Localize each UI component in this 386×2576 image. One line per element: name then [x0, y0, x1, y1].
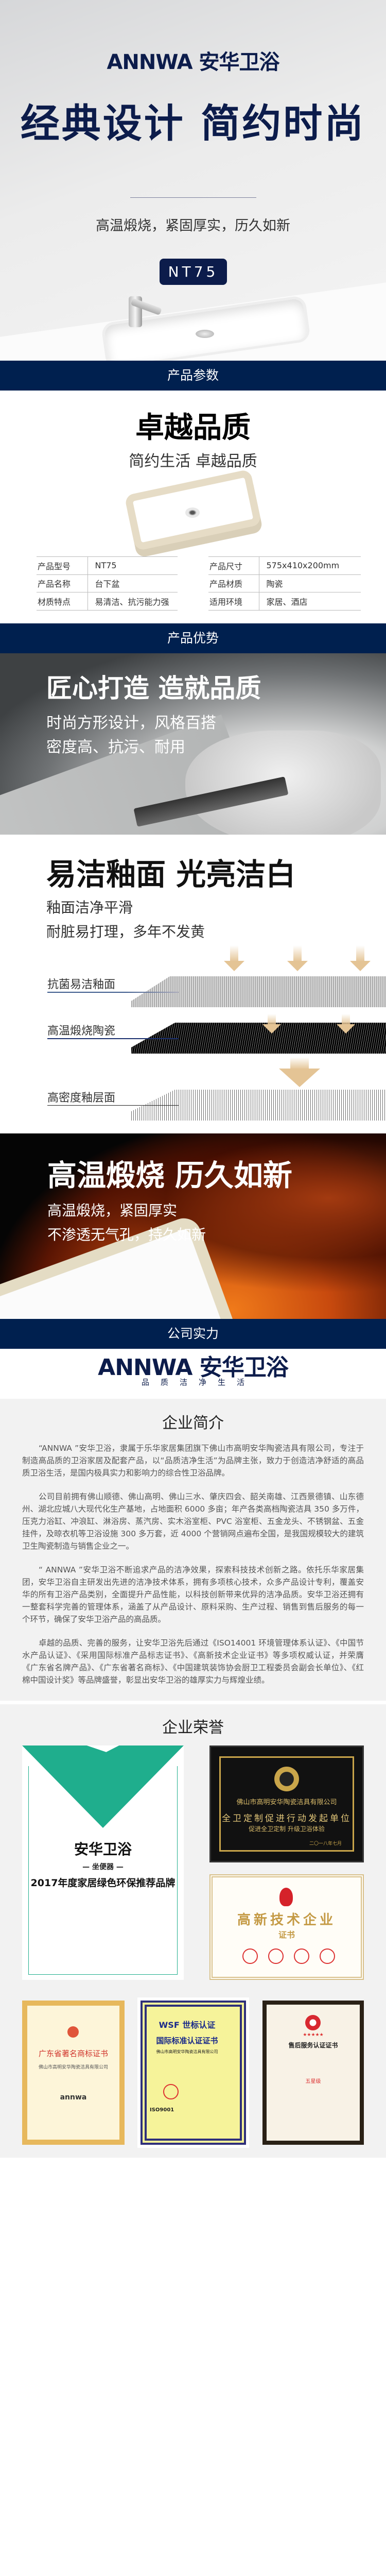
craft-title: 匠心打造 造就品质: [46, 673, 261, 703]
intro-paragraph: 卓越的品质、完善的服务，让安华卫浴先后通过《ISO14001 环境管理体系认证》…: [22, 1638, 364, 1685]
certificate-plaque: 佛山市高明安华陶瓷洁具有限公司 全卫定制促进行动发起单位 促进全卫定制 升级卫浴…: [209, 1745, 364, 1862]
honors-section: 企业荣誉 安华卫浴 — 坐便器 — 2017年度家居绿色环保推荐品牌 佛山市高明…: [0, 1704, 386, 2158]
brand-logo: ANNWA 安华卫浴: [107, 50, 279, 74]
spec-label: 适用环境: [208, 592, 259, 611]
spec-value: 家居、酒店: [259, 592, 361, 611]
service-logo-icon: [305, 2015, 321, 2030]
plaque-date: 二〇一八年七月: [309, 1841, 342, 1846]
plaque-frame: [219, 1756, 354, 1852]
table-row: 产品材质陶瓷: [208, 574, 361, 592]
spec-label: 产品型号: [37, 556, 88, 575]
rating-stars: ★★★★★: [303, 2032, 324, 2038]
certificate-title: 售后服务认证证书: [288, 2042, 338, 2049]
company-info: 企业简介 “ANNWA ”安华卫浴，隶属于乐华家居集团旗下佛山市高明安华陶瓷洁具…: [0, 1399, 386, 2158]
certificate-grade: 五星级: [305, 2079, 321, 2084]
spec-value: 陶瓷: [259, 574, 361, 592]
quality-subtitle: 简约生活 卓越品质: [129, 452, 257, 470]
layer-label: 高密度釉层面: [47, 1092, 116, 1105]
certificate-famous-trademark: 广东省著名商标证书 佛山市高明安华陶瓷洁具有限公司 annwa: [22, 2001, 125, 2145]
spec-value: 易清洁、抗污能力强: [87, 592, 178, 611]
intro-paragraph: “ANNWA ”安华卫浴，隶属于乐华家居集团旗下佛山市高明安华陶瓷洁具有限公司，…: [22, 1444, 364, 1478]
spec-value: NT75: [87, 556, 178, 575]
intro-paragraph: 公司目前拥有佛山顺德、佛山高明、佛山三水、肇庆四会、韶关南雄、江西景德镇、山东德…: [22, 1492, 364, 1551]
table-row: 产品名称台下盆: [37, 574, 178, 592]
certificate-iso9001: WSF 世标认证 国际标准认证证书 佛山市高明安华陶瓷洁具有限公司 ISO900…: [137, 1997, 249, 2148]
brand-tagline: 品质洁净生活: [141, 1378, 256, 1387]
red-seal-icon: [163, 2084, 179, 2099]
certificate-title: 2017年度家居绿色环保推荐品牌: [30, 1877, 176, 1889]
certificate-company: 佛山市高明安华陶瓷洁具有限公司: [156, 2049, 218, 2054]
annwa-logo: annwa: [60, 2093, 87, 2102]
layer-label: 高温煅烧陶瓷: [47, 1025, 116, 1038]
quality-title: 卓越品质: [135, 411, 251, 445]
fire-title: 高温煅烧 历久如新: [47, 1159, 292, 1193]
plaque-company: 佛山市高明安华陶瓷洁具有限公司: [236, 1799, 337, 1806]
hero-subtitle: 高温煅烧，紧固厚实，历久如新: [96, 218, 290, 234]
spec-label: 材质特点: [37, 592, 88, 611]
plaque-title: 全卫定制促进行动发起单位: [222, 1814, 352, 1824]
certificate-subtitle: 证书: [278, 1930, 295, 1940]
certificate-after-sales: ★★★★★ 售后服务认证证书 五星级: [262, 2001, 364, 2145]
certificate-category: — 坐便器 —: [82, 1863, 124, 1871]
red-seal-icon: [268, 1948, 284, 1964]
certificate-title: 国际标准认证证书: [156, 2036, 218, 2045]
plaque-slogan: 促进全卫定制 升级卫浴体验: [249, 1825, 325, 1833]
layer-pointer-line: [47, 1038, 179, 1039]
brand-logo: ANNWA 安华卫浴: [98, 1354, 289, 1381]
wsf-logo: WSF 世标认证: [159, 2020, 216, 2030]
craft-line: 密度高、抗污、耐用: [46, 738, 185, 756]
drain-hole-icon: [185, 507, 200, 518]
flame-logo-icon: [279, 1888, 293, 1906]
red-seal-icon: [320, 1948, 335, 1964]
hero-section: ANNWA 安华卫浴 经典设计 简约时尚 高温煅烧，紧固厚实，历久如新 NT75: [0, 0, 386, 361]
drain-icon: [196, 330, 214, 338]
fire-line: 不渗透无气孔，持久如新: [47, 1226, 206, 1243]
spec-value: 575x410x200mm: [259, 556, 361, 575]
red-seal-icon: [294, 1948, 309, 1964]
certificate-high-tech: 高新技术企业 证书: [209, 1874, 364, 1980]
certificate-title: 高新技术企业: [237, 1912, 336, 1928]
fire-section: 高温煅烧 历久如新 高温煅烧，紧固厚实 不渗透无气孔，持久如新: [0, 1133, 386, 1319]
table-row: 适用环境家居、酒店: [208, 592, 361, 611]
intro-paragraph: “ ANNWA ”安华卫浴不断追求产品的洁净效果，探索科技技术创新之路。依托乐华…: [22, 1565, 364, 1624]
honors-title: 企业荣誉: [162, 1719, 224, 1737]
certificate-company: 佛山市高明安华陶瓷洁具有限公司: [38, 2065, 108, 2070]
layer-pointer-line: [47, 1105, 179, 1106]
certificate-green-brand: 安华卫浴 — 坐便器 — 2017年度家居绿色环保推荐品牌: [22, 1745, 184, 1980]
certificate-frame: [28, 1766, 178, 1975]
spec-label: 产品材质: [208, 574, 259, 592]
section-banner-advantages: 产品优势: [0, 623, 386, 653]
layer-pointer-line: [47, 992, 179, 993]
emblem-icon: [67, 2026, 79, 2038]
spec-value: 台下盆: [87, 574, 178, 592]
table-row: 材质特点易清洁、抗污能力强: [37, 592, 178, 611]
intro-section: 企业简介 “ANNWA ”安华卫浴，隶属于乐华家居集团旗下佛山市高明安华陶瓷洁具…: [0, 1399, 386, 1701]
hero-title: 经典设计 简约时尚: [20, 100, 366, 146]
cbda-seal-icon: [274, 1767, 299, 1791]
iso-mark: ISO9001: [150, 2107, 174, 2113]
section-banner-company: 公司实力: [0, 1319, 386, 1349]
model-badge: NT75: [160, 259, 227, 285]
section-banner-params: 产品参数: [0, 361, 386, 391]
craft-line: 时尚方形设计，风格百搭: [46, 714, 216, 732]
glaze-line: 釉面洁净平滑: [46, 899, 133, 916]
craft-section: 匠心打造 造就品质 时尚方形设计，风格百搭 密度高、抗污、耐用: [0, 653, 386, 835]
fire-line: 高温煅烧，紧固厚实: [47, 1202, 178, 1219]
spec-label: 产品名称: [37, 574, 88, 592]
intro-title: 企业简介: [162, 1414, 224, 1432]
red-seal-icon: [242, 1948, 258, 1964]
divider: [130, 197, 256, 198]
certificate-brand: 安华卫浴: [74, 1841, 132, 1858]
spec-label: 产品尺寸: [208, 556, 259, 575]
layer-label: 抗菌易洁釉面: [47, 978, 116, 991]
glaze-line: 耐脏易打理，多年不发黄: [46, 923, 205, 940]
glaze-title: 易洁釉面 光亮洁白: [46, 857, 296, 892]
certificate-title: 广东省著名商标证书: [38, 2049, 108, 2058]
